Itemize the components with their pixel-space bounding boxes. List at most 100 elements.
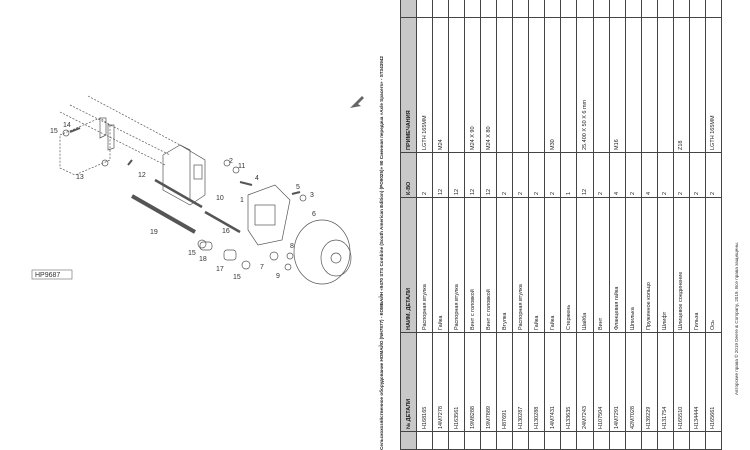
table-cell: LGTH 165MM	[705, 17, 722, 153]
table-cell	[657, 17, 674, 153]
table-cell: M24	[432, 17, 449, 153]
table-cell	[560, 431, 577, 450]
column-header	[400, 431, 417, 450]
table-cell	[641, 17, 658, 153]
callout-label: 6	[312, 211, 316, 218]
table-cell: 12	[576, 152, 594, 198]
table-cell	[432, 0, 449, 18]
table-cell: M24 X 90	[464, 17, 481, 153]
table-cell	[576, 431, 594, 450]
table-cell: 2	[528, 152, 545, 198]
table-cell	[593, 0, 610, 18]
table-cell: 12	[464, 152, 481, 198]
table-cell: M30	[544, 17, 561, 153]
table-cell: 1	[560, 152, 577, 198]
table-cell	[689, 17, 706, 153]
table-cell: H134444	[689, 332, 706, 432]
table-cell: 14M7291	[609, 332, 626, 432]
table-cell	[560, 17, 577, 153]
copyright-footer: Авторские права © 2019 Deere & Company, …	[734, 241, 739, 395]
table-cell	[448, 431, 465, 450]
table-cell: 12	[432, 152, 449, 198]
table-cell: H165510	[673, 332, 690, 432]
table-cell	[544, 0, 561, 18]
direction-arrow-icon	[350, 96, 364, 108]
table-cell: Гайка	[432, 197, 449, 333]
callout-label: 2	[229, 158, 233, 165]
table-cell	[689, 0, 706, 18]
table-cell: 24M7243	[576, 332, 594, 432]
callout-label: 15	[50, 128, 58, 135]
table-cell: 2	[705, 152, 722, 198]
table-cell: H131754	[657, 332, 674, 432]
table-cell	[641, 0, 658, 18]
table-cell	[448, 0, 465, 18]
callout-label: 15	[233, 274, 241, 281]
table-cell	[448, 17, 465, 153]
column-header	[400, 0, 417, 18]
table-cell	[544, 431, 561, 450]
table-cell: Распорная втулка	[512, 197, 529, 333]
table-cell	[609, 0, 626, 18]
column-header: НАИМ. ДЕТАЛИ	[400, 197, 417, 333]
table-cell: Распорная втулка	[416, 197, 433, 333]
callout-label: 14	[63, 122, 71, 129]
table-cell	[560, 0, 577, 18]
table-cell: H168165	[416, 332, 433, 432]
table-cell	[625, 431, 642, 450]
callout-label: 1	[240, 197, 244, 204]
callout-label: 16	[222, 228, 230, 235]
table-cell	[609, 431, 626, 450]
table-cell: 2	[496, 152, 513, 198]
table-cell: 2	[625, 152, 642, 198]
table-cell	[625, 0, 642, 18]
table-cell: Стержень	[560, 197, 577, 333]
table-cell: 42M7028	[625, 332, 642, 432]
table-cell: 2	[512, 152, 529, 198]
table-cell	[689, 431, 706, 450]
callout-label: 5	[296, 184, 300, 191]
table-cell	[496, 17, 513, 153]
table-cell: Z18	[673, 17, 690, 153]
table-cell	[528, 17, 545, 153]
table-cell	[512, 431, 529, 450]
table-cell: H139229	[641, 332, 658, 432]
table-cell	[657, 431, 674, 450]
table-cell: Шпилька	[625, 197, 642, 333]
table-cell	[673, 0, 690, 18]
table-cell: 12	[448, 152, 465, 198]
table-cell: 12	[480, 152, 497, 198]
table-cell: 25.400 X 50 X 6 mm	[576, 17, 594, 153]
column-header: № ДЕТАЛИ	[400, 332, 417, 432]
table-cell: Фланцевая гайка	[609, 197, 626, 333]
table-cell	[480, 431, 497, 450]
callout-label: 7	[260, 264, 264, 271]
table-cell	[528, 0, 545, 18]
table-cell	[432, 431, 449, 450]
table-cell: Винт с головкой	[464, 197, 481, 333]
table-cell	[673, 431, 690, 450]
callout-label: 19	[150, 229, 158, 236]
table-cell: Пружинное кольцо	[641, 197, 658, 333]
callout-label: 3	[310, 192, 314, 199]
table-cell	[416, 431, 433, 450]
table-cell	[464, 431, 481, 450]
table-cell	[512, 17, 529, 153]
callout-label: 8	[290, 243, 294, 250]
table-cell: 2	[673, 152, 690, 198]
table-cell: H133635	[560, 332, 577, 432]
